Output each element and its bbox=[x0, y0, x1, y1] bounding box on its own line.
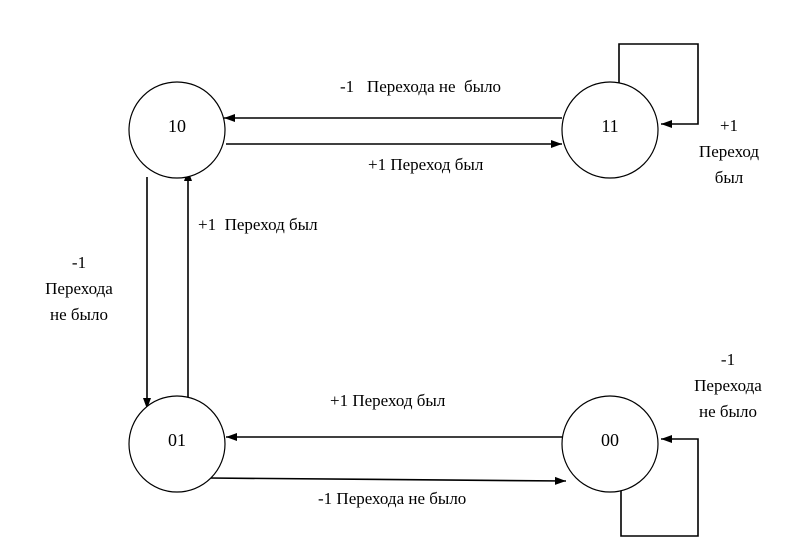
edge-11-self-loop bbox=[618, 43, 699, 128]
state-node-00: 00 bbox=[561, 395, 659, 493]
label-00-self-line-1: -1 bbox=[721, 350, 735, 369]
label-00-self: -1 Перехода не было bbox=[694, 350, 762, 421]
label-00-to-01: +1 Переход был bbox=[330, 391, 446, 410]
label-01-to-10: +1 Переход был bbox=[198, 215, 318, 234]
label-10-to-01-line-1: -1 bbox=[72, 253, 86, 272]
state-node-01: 01 bbox=[128, 395, 226, 493]
label-11-self-line-2: Переход bbox=[699, 142, 760, 161]
state-label-10: 10 bbox=[168, 116, 186, 136]
state-label-00: 00 bbox=[601, 430, 619, 450]
label-11-self-line-3: был bbox=[715, 168, 744, 187]
state-label-11: 11 bbox=[601, 116, 618, 136]
label-10-to-11: +1 Переход был bbox=[368, 155, 484, 174]
label-11-self: +1 Переход был bbox=[699, 116, 760, 187]
edge-00-self-loop bbox=[620, 435, 699, 537]
state-node-10: 10 bbox=[128, 81, 226, 179]
edge-01-to-00 bbox=[207, 476, 567, 485]
label-10-to-01-line-3: не было bbox=[50, 305, 108, 324]
state-node-11: 11 bbox=[561, 81, 659, 179]
label-11-to-10: -1 Перехода не было bbox=[340, 77, 501, 96]
label-00-self-line-3: не было bbox=[699, 402, 757, 421]
label-10-to-01: -1 Перехода не было bbox=[45, 253, 113, 324]
label-10-to-01-line-2: Перехода bbox=[45, 279, 113, 298]
label-01-to-00: -1 Перехода не было bbox=[318, 489, 466, 508]
label-00-self-line-2: Перехода bbox=[694, 376, 762, 395]
label-11-self-line-1: +1 bbox=[720, 116, 738, 135]
state-label-01: 01 bbox=[168, 430, 186, 450]
